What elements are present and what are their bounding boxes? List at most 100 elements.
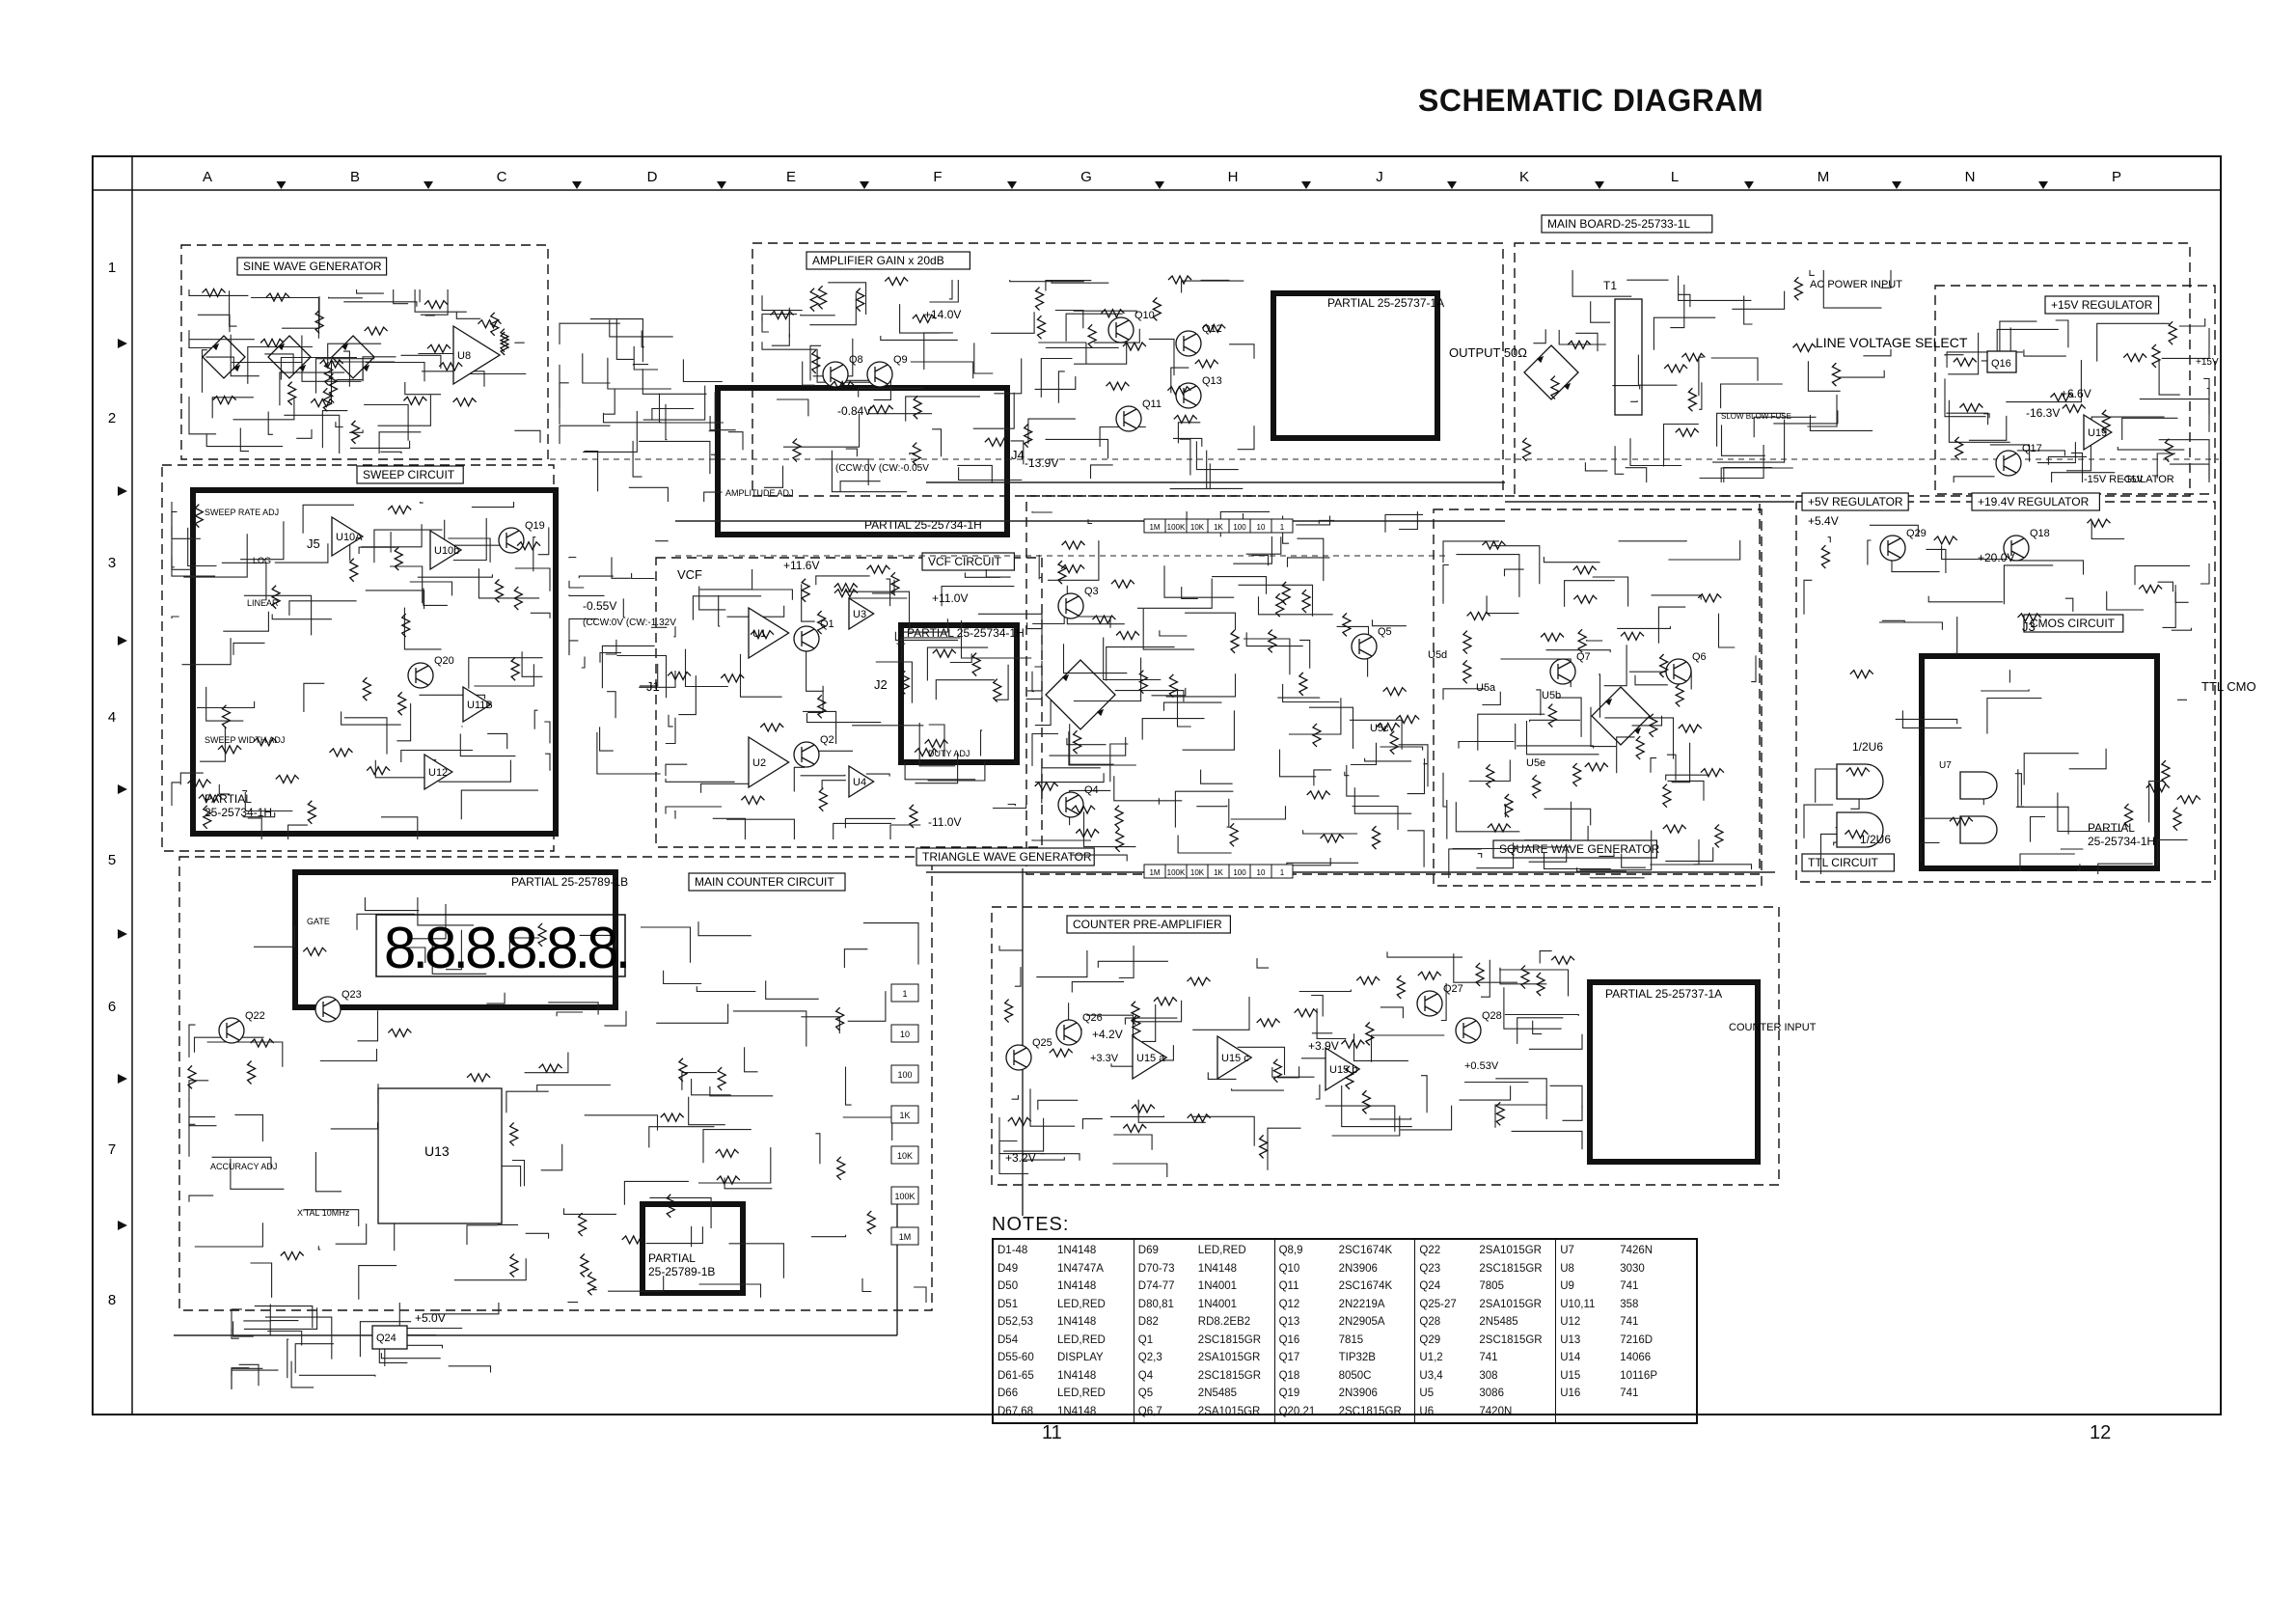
notes-row: Q8,9 2SC1674K xyxy=(1279,1242,1411,1260)
u4-label-symbol xyxy=(848,764,875,799)
j3-label: J3 xyxy=(2022,619,2036,634)
amp-adj-label: AMPLITUDE ADJ xyxy=(725,488,794,498)
grid-row-6: 6 xyxy=(108,999,116,1015)
partial-label-p4-id: 25-25734-1H xyxy=(205,806,272,819)
q5-label-symbol xyxy=(1351,633,1378,660)
part-ref: D1-48 xyxy=(998,1245,1028,1257)
part-value: 3030 xyxy=(1620,1262,1645,1275)
partial-label-p6-id: 25-25789-1B xyxy=(648,1265,715,1278)
v-5-label: +5.0V xyxy=(415,1311,446,1325)
u15b-label-symbol xyxy=(1325,1046,1361,1092)
ttl-label: TTL CIRCUIT xyxy=(1808,856,1879,869)
seven-segment-display: 8.8.8.8.8.8. xyxy=(375,914,631,980)
q29-label: Q29 xyxy=(1906,528,1927,539)
part-ref: Q8,9 xyxy=(1278,1245,1303,1257)
triangle-diode-bridge xyxy=(1045,659,1116,730)
partial-box-25737-output xyxy=(1271,290,1440,441)
v-39-label: +3.9V xyxy=(1308,1039,1339,1053)
square-wave-block xyxy=(1433,508,1763,887)
grid-col-N: N xyxy=(1965,169,1976,185)
counter-range-1: 10 xyxy=(900,1030,910,1039)
part-value: 8050C xyxy=(1338,1369,1372,1382)
linear-label: LINEAR xyxy=(247,598,279,608)
u19-label-symbol xyxy=(2083,413,2114,452)
grid-col-E: E xyxy=(786,169,796,185)
slow-blow-label: SLOW BLOW FUSE xyxy=(1721,412,1791,421)
q17-label-symbol xyxy=(1995,450,2022,477)
range-row-bottom-3: 1K xyxy=(1214,868,1223,877)
grid-col-L: L xyxy=(1671,169,1679,185)
u19-label: U19 xyxy=(2088,427,2107,439)
q27-label-symbol xyxy=(1416,990,1443,1017)
u5c-label: U5c xyxy=(1370,723,1389,734)
u5d-label: U5d xyxy=(1428,649,1447,661)
square-label: SQUARE WAVE GENERATOR xyxy=(1499,842,1660,856)
q19-label-symbol xyxy=(498,527,525,554)
range-row-top-1: 100K xyxy=(1167,523,1186,532)
u13-label: U13 xyxy=(424,1143,450,1159)
u7-label: U7 xyxy=(1939,760,1952,771)
part-ref: Q13 xyxy=(1278,1316,1300,1329)
q18-label-symbol xyxy=(2003,535,2030,562)
part-ref: D52,53 xyxy=(998,1316,1034,1329)
sweep-rate-label: SWEEP RATE ADJ xyxy=(205,508,279,517)
partial-label-p7-id: 25-25734-1H xyxy=(2088,835,2155,848)
v-plus5-label: +5.4V xyxy=(1808,514,1839,528)
range-row-bottom-0: 1M xyxy=(1149,868,1160,877)
u11b-label-symbol xyxy=(462,685,493,724)
part-ref: D49 xyxy=(998,1262,1019,1275)
part-ref: Q5 xyxy=(1137,1387,1154,1400)
part-value: 2N3906 xyxy=(1338,1387,1378,1400)
part-ref: U12 xyxy=(1560,1316,1581,1329)
range-row-bottom-1: 100K xyxy=(1167,868,1186,877)
part-value: 1N4148 xyxy=(1057,1245,1097,1257)
grid-ticks xyxy=(118,181,2048,1230)
reg194-label: +19.4V REGULATOR xyxy=(1978,495,2090,508)
part-value: LED,RED xyxy=(1057,1333,1106,1346)
grid-row-8: 8 xyxy=(108,1292,116,1308)
part-ref: Q20,21 xyxy=(1278,1405,1316,1417)
part-ref: U14 xyxy=(1560,1352,1581,1364)
grid-row-3: 3 xyxy=(108,555,116,571)
q2-label: Q2 xyxy=(820,734,834,746)
part-ref: U5 xyxy=(1419,1387,1435,1400)
q25-label: Q25 xyxy=(1032,1037,1052,1049)
part-value: 741 xyxy=(1620,1280,1639,1293)
grid-col-G: G xyxy=(1080,169,1092,185)
grid-col-J: J xyxy=(1376,169,1383,185)
part-value: DISPLAY xyxy=(1057,1352,1104,1364)
q4-label: Q4 xyxy=(1084,784,1099,796)
v-m139-label: -13.9V xyxy=(1025,456,1058,470)
part-value: 1N4148 xyxy=(1057,1316,1097,1329)
v-plus15-label: +15V xyxy=(2196,357,2219,368)
part-value: 2N2219A xyxy=(1338,1298,1385,1310)
q13-label-symbol xyxy=(1175,382,1202,409)
part-value: 2SC1815GR xyxy=(1479,1333,1543,1346)
range-row-bottom-4: 100 xyxy=(1233,868,1246,877)
transformer-t1 xyxy=(1614,298,1643,416)
part-ref: U8 xyxy=(1560,1262,1574,1275)
duty-label: DUTY ADJ xyxy=(928,749,970,758)
part-labels: U8U10AU10bU11BU12Q19Q20U1U2U3U4Q1Q2Q3Q4Q… xyxy=(205,279,2256,1344)
v-m055-label: -0.55V xyxy=(583,599,616,613)
part-value: 2SC1674K xyxy=(1338,1245,1393,1257)
part-ref: D69 xyxy=(1137,1245,1159,1257)
v-66-label: +6.6V xyxy=(2061,387,2091,400)
part-ref: D80,81 xyxy=(1137,1298,1174,1310)
v-m163-label: -16.3V xyxy=(2026,406,2060,420)
